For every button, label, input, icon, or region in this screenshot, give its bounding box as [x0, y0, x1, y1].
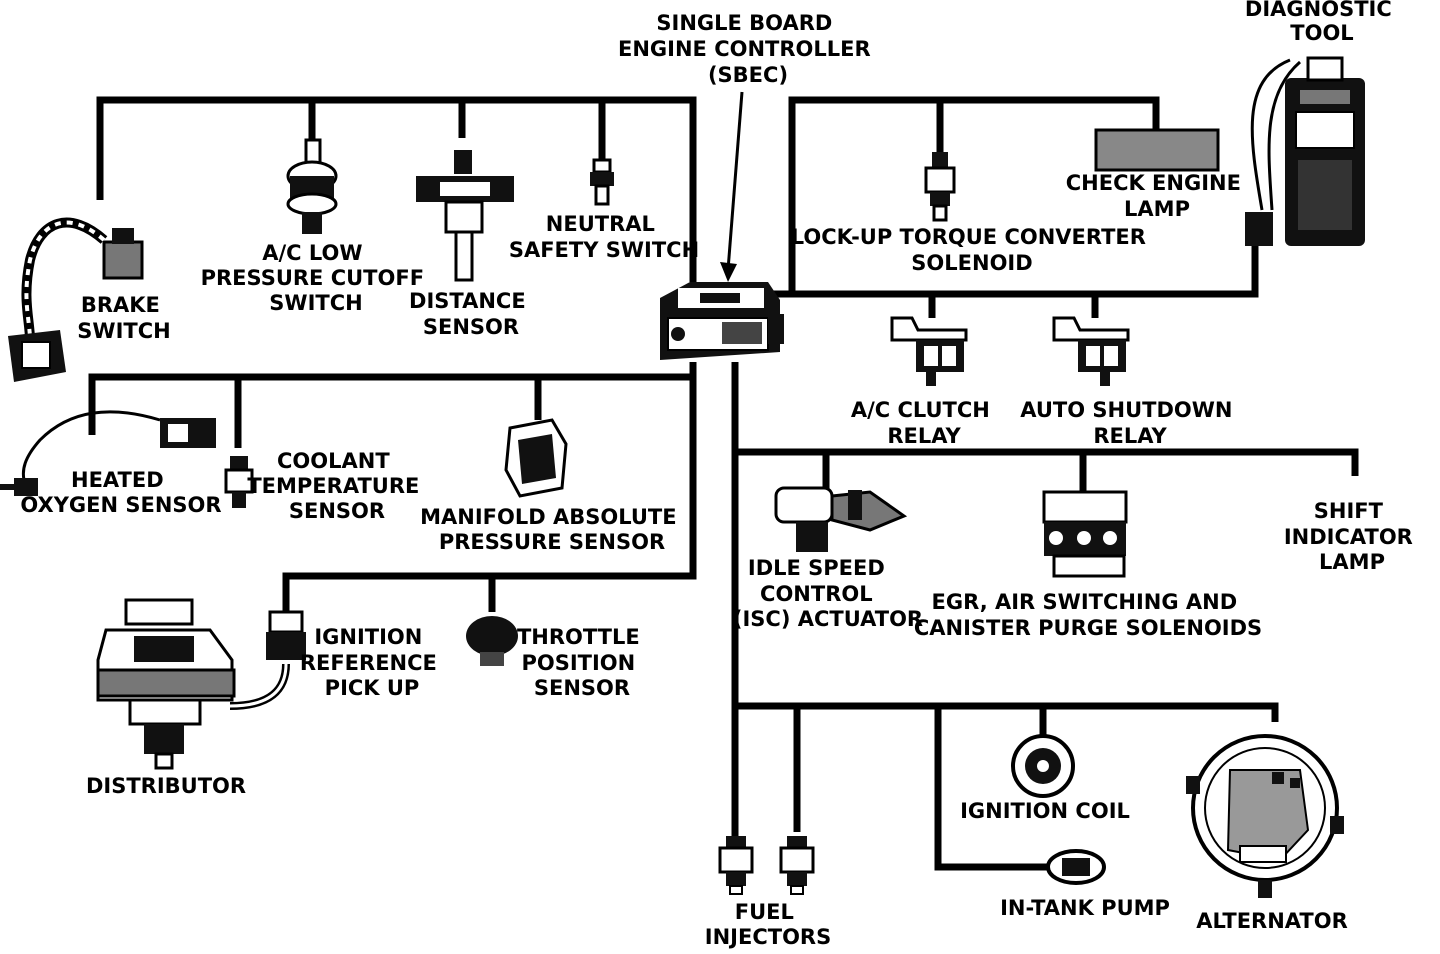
label-diagnostic-tool: DIAGNOSTIC TOOL: [1245, 0, 1399, 45]
label-egr: EGR, AIR SWITCHING AND CANISTER PURGE SO…: [914, 590, 1262, 640]
label-map-sensor: MANIFOLD ABSOLUTE PRESSURE SENSOR: [420, 505, 684, 554]
wire-sensor-bus: [88, 362, 697, 435]
label-brake-switch: BRAKE SWITCH: [77, 293, 170, 343]
labels: SINGLE BOARD ENGINE CONTROLLER (SBEC) DI…: [20, 0, 1420, 949]
wire-actuator-bus: [735, 448, 1359, 476]
label-alternator: ALTERNATOR: [1196, 909, 1348, 933]
check-engine-lamp: [1094, 128, 1220, 172]
label-heated-oxygen: HEATED OXYGEN SENSOR: [20, 468, 221, 517]
brake-switch: [8, 217, 144, 382]
label-ignition-reference: IGNITION REFERENCE PICK UP: [300, 625, 444, 700]
sbec-controller: [660, 282, 784, 360]
alternator: [1186, 734, 1344, 898]
isc-actuator: [774, 486, 908, 552]
label-isc: IDLE SPEED CONTROL (ISC) ACTUATOR: [733, 556, 923, 631]
label-throttle-position: THROTTLE POSITION SENSOR: [517, 625, 647, 700]
ignition-coil: [1011, 734, 1075, 798]
ignition-reference-pickup: [266, 610, 306, 660]
egr-solenoid-pack: [1042, 490, 1128, 578]
wire-power-bus: [735, 702, 1279, 722]
label-distance-sensor: DISTANCE SENSOR: [409, 289, 533, 339]
label-ac-low-pressure: A/C LOW PRESSURE CUTOFF SWITCH: [201, 241, 432, 315]
label-check-engine: CHECK ENGINE LAMP: [1066, 171, 1249, 221]
wire-top-left-bus: [96, 96, 697, 282]
distance-sensor: [416, 150, 514, 282]
throttle-position-sensor: [466, 616, 518, 666]
label-neutral-safety: NEUTRAL SAFETY SWITCH: [509, 212, 699, 262]
label-fuel-injectors: FUEL INJECTORS: [705, 900, 831, 949]
fuel-injector-1: [718, 836, 754, 895]
ac-clutch-relay: [890, 316, 968, 386]
ac-low-pressure-switch: [286, 138, 338, 234]
label-auto-shutdown: AUTO SHUTDOWN RELAY: [1020, 398, 1240, 448]
neutral-safety-switch: [590, 158, 614, 206]
sbec-pointer-arrow: [720, 91, 744, 282]
label-sbec: SINGLE BOARD ENGINE CONTROLLER (SBEC): [618, 11, 878, 87]
lockup-solenoid: [924, 152, 956, 222]
auto-shutdown-relay: [1052, 316, 1130, 386]
label-distributor: DISTRIBUTOR: [86, 774, 246, 798]
heated-oxygen-sensor: [0, 410, 216, 496]
label-coolant: COOLANT TEMPERATURE SENSOR: [247, 449, 426, 523]
in-tank-pump: [1046, 849, 1106, 885]
label-lockup-solenoid: LOCK-UP TORQUE CONVERTER SOLENOID: [791, 225, 1154, 275]
coolant-temp-sensor: [224, 456, 254, 508]
map-sensor: [504, 418, 568, 498]
label-ac-clutch-relay: A/C CLUTCH RELAY: [851, 398, 997, 448]
label-ignition-coil: IGNITION COIL: [960, 799, 1130, 823]
fuel-injector-2: [779, 836, 815, 895]
label-in-tank-pump: IN-TANK PUMP: [1000, 896, 1170, 920]
label-shift-indicator: SHIFT INDICATOR LAMP: [1284, 499, 1420, 574]
wiring-harness: [88, 96, 1359, 871]
distributor: [96, 598, 290, 770]
diagnostic-tool: [1245, 56, 1365, 246]
